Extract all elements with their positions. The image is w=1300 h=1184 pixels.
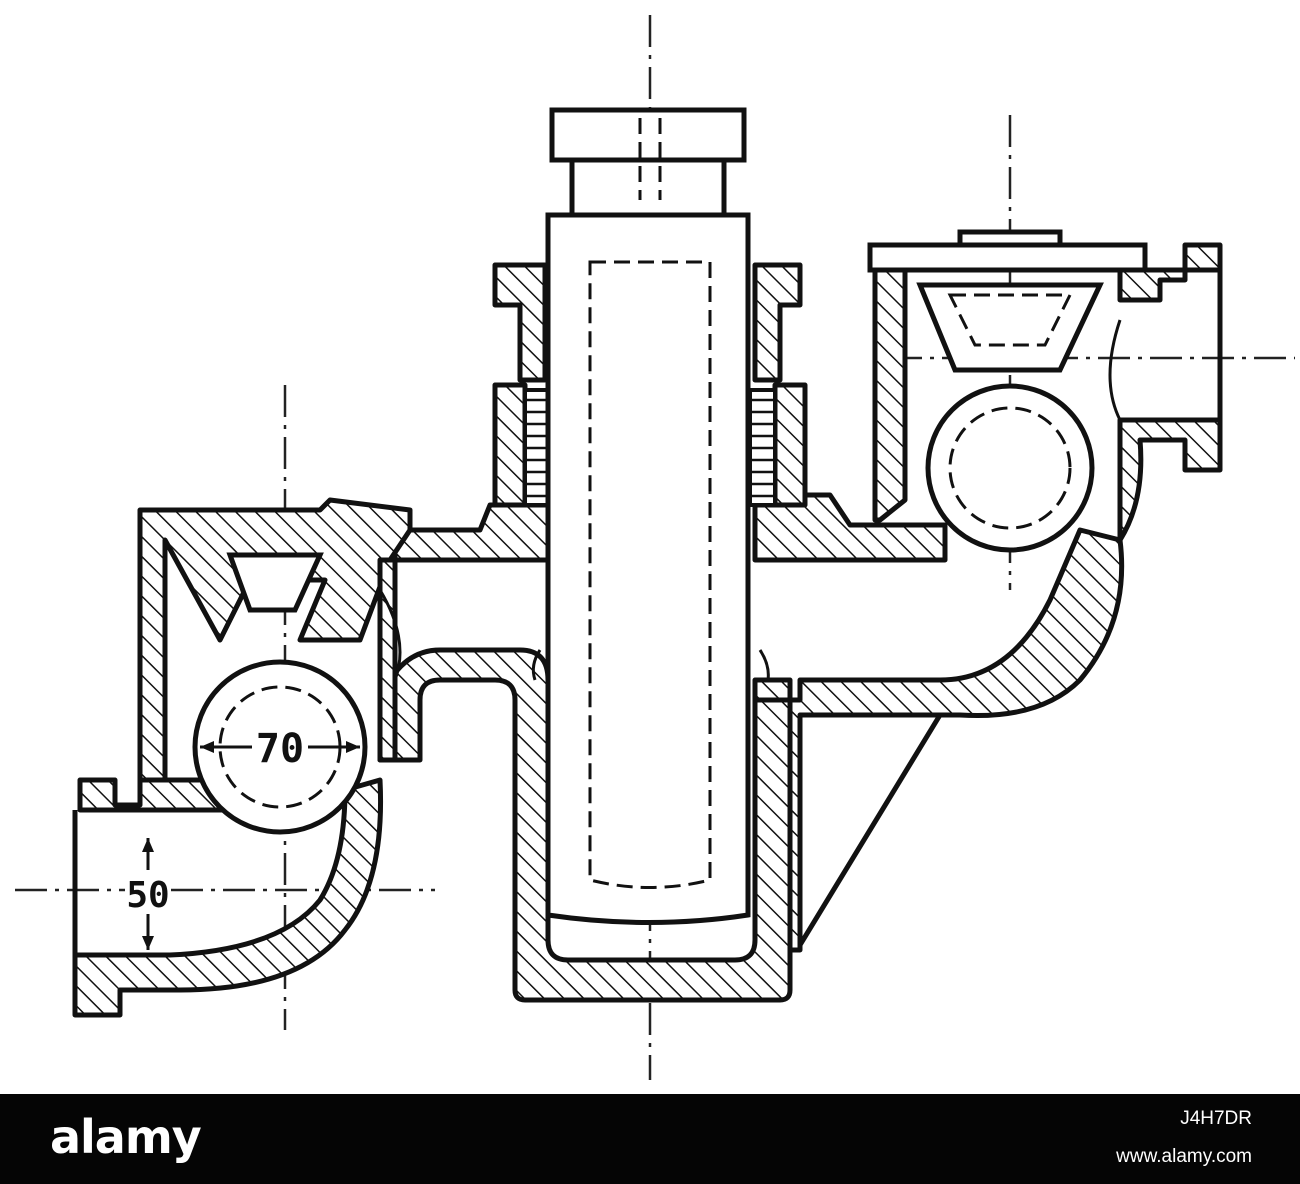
watermark-bar: alamy J4H7DR www.alamy.com	[0, 1094, 1300, 1184]
dimension-70-label: 70	[256, 726, 304, 772]
watermark-url: www.alamy.com	[1116, 1146, 1252, 1167]
dimension-50: 50	[125, 838, 171, 950]
watermark-logo: alamy	[50, 1110, 202, 1164]
central-casing	[377, 492, 1125, 1003]
dimension-50-label: 50	[126, 875, 169, 916]
gland	[492, 262, 808, 508]
valve-section-drawing: 70 50	[15, 15, 1295, 1080]
image-id: J4H7DR	[1180, 1108, 1252, 1129]
dimension-70: 70	[200, 722, 360, 772]
right-valve-chest	[758, 229, 1223, 681]
plunger	[545, 107, 751, 925]
